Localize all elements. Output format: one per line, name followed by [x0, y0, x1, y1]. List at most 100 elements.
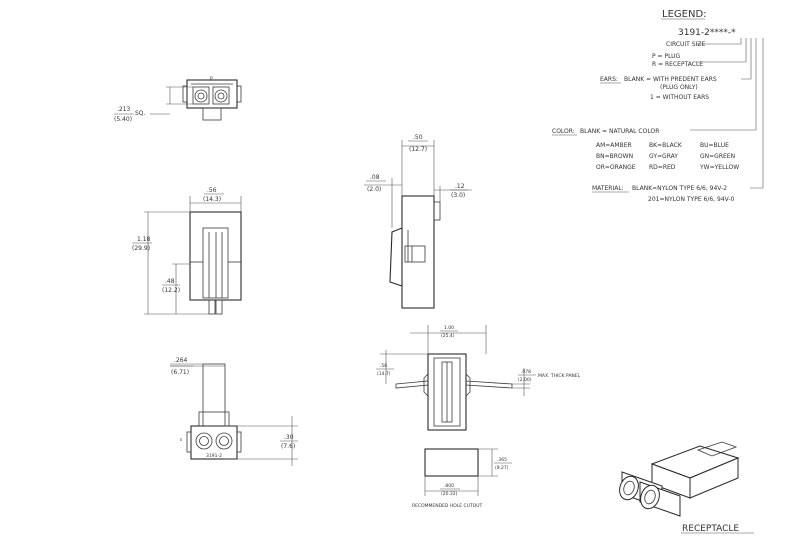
legend: LEGEND: 3191-2****-* CIRCUIT SIZE P = PL…: [552, 9, 764, 203]
view-title: RECEPTACLE: [682, 524, 739, 534]
panel-height-mm: (14.7): [377, 371, 391, 377]
panel-width-in: 1.00: [444, 325, 454, 331]
top-view-latch: [202, 107, 222, 121]
legend-ears-blank: BLANK = WITH PREDENT EARS: [624, 76, 717, 83]
bottom-view-collar: [198, 411, 230, 427]
top-view-left-tab: [182, 85, 188, 103]
panel-left: [395, 380, 429, 389]
iso-socket-left: [619, 475, 639, 501]
color-red: RD=RED: [649, 164, 676, 171]
top-view-terminal-left-inner: [197, 92, 205, 100]
panel-mount-view: 1.00 (25.4) .58 (14.7) .078 (2.00) MAX. …: [376, 325, 581, 431]
panel-thick-note: MAX. THICK PANEL: [538, 373, 581, 379]
color-gray: GY=GRAY: [649, 153, 678, 160]
legend-title: LEGEND:: [662, 9, 707, 20]
cutout-caption: RECOMMENDED HOLE CUTOUT: [412, 503, 483, 509]
bottom-view-right-tab: [236, 431, 242, 453]
panel-thick-in: .078: [521, 369, 531, 375]
side-right-in: .12: [455, 183, 465, 190]
front-lower-in: .48: [165, 278, 175, 285]
side-offset-in: .08: [370, 174, 380, 181]
front-view-pin-left: [208, 299, 216, 315]
legend-material-label: MATERIAL:: [592, 185, 624, 192]
legend-part-number: 3191-2****-*: [678, 28, 736, 38]
leader-circuit-size: [696, 38, 742, 45]
side-view-latch: [389, 227, 403, 287]
bottom-view-terminal-right: [215, 432, 233, 450]
front-width-in: .56: [207, 187, 217, 194]
color-green: GN=GREEN: [700, 153, 735, 160]
cutout-height-mm: (9.27): [495, 465, 509, 471]
front-view-window: [202, 227, 229, 299]
isometric-view: [619, 441, 740, 517]
bottom-view-terminal-left: [195, 432, 213, 450]
legend-plug: P = PLUG: [652, 53, 681, 60]
legend-material-201: 201=NYLON TYPE 6/6, 94V-0: [648, 196, 735, 203]
side-view-body: [401, 195, 435, 309]
top-view-cavity-left: [192, 86, 210, 105]
leader-ears: [741, 38, 752, 80]
panel-ear-right: [465, 373, 471, 397]
side-view-window: [404, 245, 426, 263]
legend-color-blank: BLANK = NATURAL COLOR: [580, 128, 659, 135]
front-height-in: 1.18: [137, 236, 151, 243]
cutout-rect: [424, 448, 479, 477]
top-dim-suffix: SQ.: [135, 110, 146, 117]
legend-ears-label: EARS:: [600, 76, 618, 83]
bottom-view-terminal-right-inner: [219, 436, 229, 446]
front-view-pin-right: [215, 299, 223, 315]
iso-front-face: [651, 463, 691, 499]
side-view: .50 (12.7) .08 (2.0) .12 (3.0): [364, 134, 472, 309]
hole-cutout: .365 (9.27) .800 (20.32) RECOMMENDED HOL…: [412, 448, 512, 509]
legend-ears-plug-only: (PLUG ONLY): [660, 84, 698, 91]
panel-width-mm: (25.4): [441, 333, 455, 339]
top-view-terminal-right: [214, 89, 228, 103]
color-blue: BU=BLUE: [700, 142, 729, 149]
panel-right: [465, 380, 513, 389]
top-dim-mm: (5.40): [114, 116, 132, 123]
bottom-height-in: .30: [284, 434, 294, 441]
front-view-body: [189, 211, 242, 301]
side-right-mm: (3.0): [451, 192, 465, 199]
color-orange: OR=ORANGE: [596, 164, 636, 171]
cutout-width-in: .800: [444, 483, 454, 489]
top-view-cavity-right: [212, 86, 230, 105]
bottom-side-mark: ɛ: [180, 438, 183, 443]
bottom-width-in: .264: [174, 357, 188, 364]
color-amber: AM=AMBER: [596, 142, 632, 149]
leader-color: [690, 38, 757, 131]
leader-plug-receptacle: [696, 38, 747, 63]
bottom-view-left-tab: [186, 431, 192, 453]
leader-material: [750, 38, 764, 189]
side-width-in: .50: [413, 134, 423, 141]
top-view: P .213 (5.40) SQ.: [114, 76, 242, 123]
color-yellow: YW=YELLOW: [699, 164, 739, 171]
legend-receptacle: R = RECEPTACLE: [652, 61, 703, 68]
side-width-mm: (12.7): [409, 146, 427, 153]
front-lower-mm: (12.2): [162, 287, 180, 294]
top-mark: P: [210, 76, 213, 82]
bottom-view-stem: [202, 363, 226, 427]
side-view-ear: [433, 201, 441, 221]
panel-height-in: .58: [380, 363, 387, 369]
top-view-right-tab: [236, 85, 242, 103]
top-dim-in: .213: [117, 106, 131, 113]
top-view-terminal-left: [194, 89, 208, 103]
bottom-view-terminal-left-inner: [199, 436, 209, 446]
color-brown: BN=BROWN: [596, 153, 633, 160]
panel-connector-body: [427, 353, 467, 431]
bottom-view: 3191-2 ɛ .264 (6.71) .30 (7.6): [170, 357, 298, 466]
bottom-part-mark: 3191-2: [206, 453, 222, 459]
iso-socket-right: [640, 484, 660, 510]
legend-material-blank: BLANK=NYLON TYPE 6/6, 94V-2: [632, 185, 727, 192]
color-black: BK=BLACK: [649, 142, 683, 149]
bottom-width-mm: (6.71): [171, 369, 189, 376]
legend-circuit-size: CIRCUIT SIZE: [666, 41, 705, 48]
panel-thick-mm: (2.00): [518, 377, 532, 383]
iso-socket-left-inner: [623, 480, 635, 496]
side-offset-mm: (2.0): [367, 186, 381, 193]
cutout-height-in: .365: [497, 457, 507, 463]
panel-ear-left: [423, 373, 429, 397]
